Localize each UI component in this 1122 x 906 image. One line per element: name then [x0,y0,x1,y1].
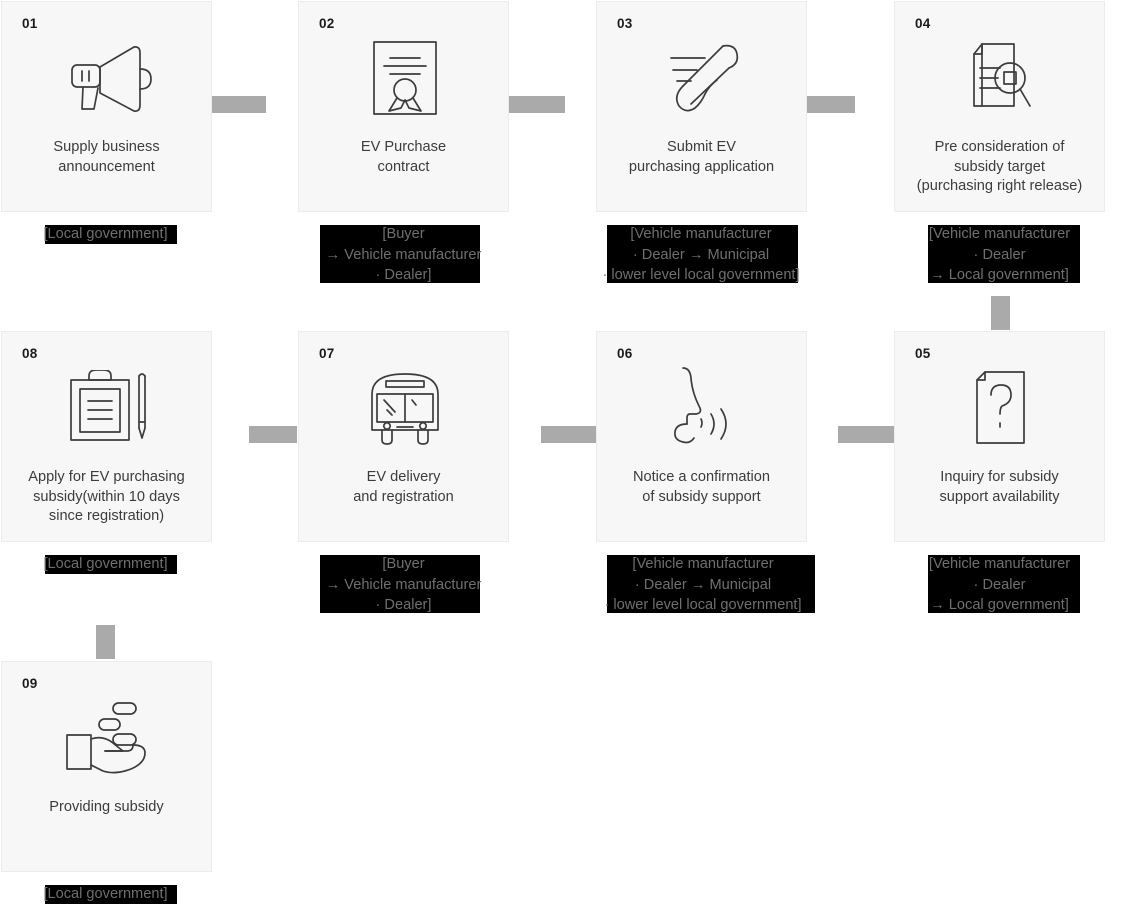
step-number: 03 [617,16,633,31]
megaphone-icon [2,30,213,126]
hand-coins-icon [2,690,213,786]
step-title: Submit EV purchasing application [628,139,775,175]
caption-mask-07 [320,555,480,613]
step-title: EV delivery and registration [353,469,454,505]
step-number: 04 [915,16,931,31]
caption-mask-01 [45,225,177,244]
connector-08-to-09 [96,625,115,659]
step-title: Providing subsidy [49,799,164,815]
step-caption-03: [Vehicle manufacturer · Dealer → Municip… [602,226,800,283]
step-card-03[interactable]: 03 Submit EV purchasing application [596,1,807,212]
clipboard-pen-icon [2,360,213,456]
step-number: 08 [22,346,38,361]
step-card-06[interactable]: 06 Notice a confirmation of subsidy supp… [596,331,807,542]
step-title: Inquiry for subsidy support availability [939,469,1060,505]
caption-mask-02 [320,225,480,283]
question-document-icon [895,360,1106,456]
step-number: 09 [22,676,38,691]
announcement-voice-icon [597,360,808,456]
step-card-04[interactable]: 04 Pre consideration of subsidy target (… [894,1,1105,212]
step-caption-07: [Buyer → Vehicle manufacturer · Dealer] [325,556,482,613]
step-title: Supply business announcement [53,139,160,175]
step-caption-06: [Vehicle manufacturer · Dealer → Municip… [604,556,802,613]
step-caption-05: [Vehicle manufacturer · Dealer → Local g… [928,556,1071,613]
caption-mask-08 [45,555,177,574]
connector-06-to-07 [541,426,598,443]
step-number: 07 [319,346,335,361]
step-card-08[interactable]: 08 Apply for EV purchasing subsidy(withi… [1,331,212,542]
step-card-01[interactable]: 01 Supply business announcement [1,1,212,212]
caption-mask-04 [928,225,1080,283]
step-card-02[interactable]: 02 EV Purchase contract [298,1,509,212]
caption-mask-06 [607,555,815,613]
caption-mask-09 [45,885,177,904]
step-caption-09: [Local government] [43,886,168,902]
step-number: 06 [617,346,633,361]
step-caption-01: [Local government] [43,226,168,242]
connector-02-to-03 [509,96,565,113]
step-number: 02 [319,16,335,31]
caption-mask-03 [607,225,798,283]
step-caption-02: [Buyer → Vehicle manufacturer · Dealer] [325,226,482,283]
step-title: Notice a confirmation of subsidy support [632,469,771,505]
step-card-07[interactable]: 07 EV delivery and registration [298,331,509,542]
step-number: 05 [915,346,931,361]
step-title: Pre consideration of subsidy target (pur… [916,139,1083,194]
step-title: Apply for EV purchasing subsidy(within 1… [28,469,185,524]
connector-05-to-06 [838,426,895,443]
bus-icon [299,360,510,456]
connector-03-to-04 [807,96,855,113]
step-caption-08: [Local government] [43,556,168,572]
connector-04-to-05 [991,296,1010,330]
connector-01-to-02 [211,96,266,113]
step-title: EV Purchase contract [360,139,447,175]
certificate-icon [299,30,510,126]
step-card-05[interactable]: 05 Inquiry for subsidy support availabil… [894,331,1105,542]
rolled-document-icon [597,30,808,126]
document-search-icon [895,30,1106,126]
step-caption-04: [Vehicle manufacturer · Dealer → Local g… [928,226,1071,283]
connector-07-to-08 [249,426,297,443]
step-number: 01 [22,16,38,31]
caption-mask-05 [928,555,1080,613]
step-card-09[interactable]: 09 Providing subsidy [1,661,212,872]
